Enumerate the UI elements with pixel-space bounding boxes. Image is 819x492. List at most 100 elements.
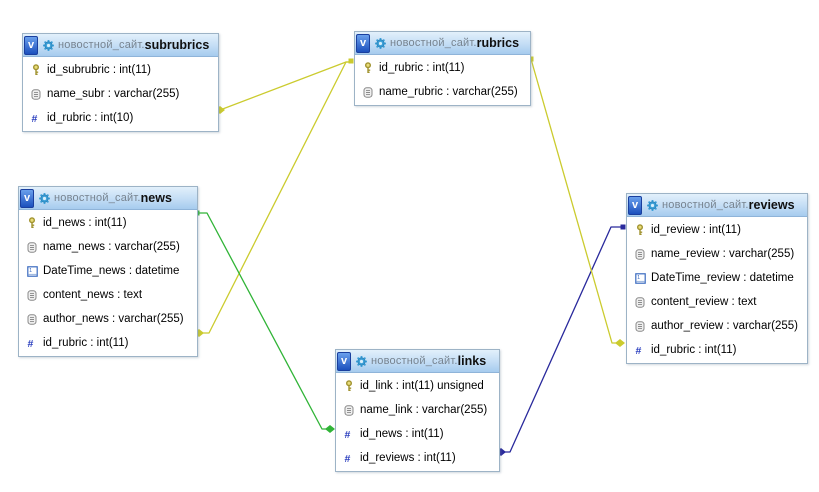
field-row-name_subr[interactable]: name_subr : varchar(255) [23, 82, 218, 106]
numeric-icon: # [342, 429, 356, 440]
table-fields: id_subrubric : int(11) name_subr : varcha… [23, 57, 218, 131]
table-options-gear-icon[interactable] [646, 199, 659, 212]
text-icon [25, 241, 39, 253]
table-links[interactable]: v новостной_сайт.links id_link : int(11) u… [335, 349, 500, 472]
field-row-name_review[interactable]: name_review : varchar(255) [627, 242, 807, 266]
primary-key-icon [25, 217, 39, 229]
table-name-label: links [457, 354, 487, 368]
field-label: id_review : int(11) [651, 224, 741, 236]
numeric-icon: # [633, 345, 647, 356]
field-row-id_link[interactable]: id_link : int(11) unsigned [336, 374, 499, 398]
field-label: id_rubric : int(11) [651, 344, 737, 356]
text-icon [633, 296, 647, 308]
calendar-icon: 1 [25, 265, 39, 277]
field-row-content_news[interactable]: content_news : text [19, 283, 197, 307]
text-icon [633, 320, 647, 332]
field-label: name_review : varchar(255) [651, 248, 795, 260]
field-label: name_rubric : varchar(255) [379, 86, 518, 98]
database-name-label: новостной_сайт. [58, 39, 145, 51]
database-name-label: новостной_сайт. [390, 37, 477, 49]
field-label: author_review : varchar(255) [651, 320, 799, 332]
square-connector-marker [348, 58, 354, 64]
field-row-id_news[interactable]: # id_news : int(11) [336, 422, 499, 446]
field-label: id_rubric : int(11) [379, 62, 465, 74]
field-row-name_rubric[interactable]: name_rubric : varchar(255) [355, 80, 530, 104]
database-name-label: новостной_сайт. [662, 199, 749, 211]
table-news[interactable]: v новостной_сайт.news id_news : int(11) nam… [18, 186, 198, 357]
relation-links_id_news-to-news_id_news [194, 210, 335, 433]
relation-links_id_reviews-to-reviews_id_review [496, 224, 626, 456]
field-row-author_review[interactable]: author_review : varchar(255) [627, 314, 807, 338]
field-label: DateTime_review : datetime [651, 272, 794, 284]
table-toggle-icon[interactable]: v [20, 188, 34, 208]
database-name-label: новостной_сайт. [371, 355, 458, 367]
table-rubrics[interactable]: v новостной_сайт.rubrics id_rubric : int(1… [354, 31, 531, 106]
field-row-id_rubric[interactable]: id_rubric : int(11) [355, 56, 530, 80]
table-options-gear-icon[interactable] [355, 355, 368, 368]
table-options-gear-icon[interactable] [38, 192, 51, 205]
field-label: id_news : int(11) [360, 428, 444, 440]
relation-subrubrics_id_rubric-to-rubrics_id_rubric [215, 58, 354, 114]
field-row-id_subrubric[interactable]: id_subrubric : int(11) [23, 58, 218, 82]
field-label: name_news : varchar(255) [43, 241, 180, 253]
primary-key-icon [342, 380, 356, 392]
field-label: id_rubric : int(10) [47, 112, 134, 124]
table-name-label: subrubrics [144, 38, 210, 52]
field-row-id_rubric[interactable]: # id_rubric : int(10) [23, 106, 218, 130]
svg-text:1: 1 [29, 267, 32, 273]
field-label: id_news : int(11) [43, 217, 127, 229]
field-row-DateTime_review[interactable]: 1 DateTime_review : datetime [627, 266, 807, 290]
svg-text:#: # [345, 453, 351, 464]
field-label: author_news : varchar(255) [43, 313, 184, 325]
text-icon [25, 313, 39, 325]
primary-key-icon [361, 62, 375, 74]
numeric-icon: # [342, 453, 356, 464]
field-label: DateTime_news : datetime [43, 265, 180, 277]
field-row-author_news[interactable]: author_news : varchar(255) [19, 307, 197, 331]
text-icon [361, 86, 375, 98]
square-connector-marker [620, 224, 626, 230]
numeric-icon: # [25, 338, 39, 349]
table-subrubrics[interactable]: v новостной_сайт.subrubrics id_subrubric :… [22, 33, 219, 132]
field-row-id_review[interactable]: id_review : int(11) [627, 218, 807, 242]
table-toggle-icon[interactable]: v [628, 195, 642, 215]
table-toggle-icon[interactable]: v [356, 33, 370, 53]
field-label: name_link : varchar(255) [360, 404, 488, 416]
field-row-id_news[interactable]: id_news : int(11) [19, 211, 197, 235]
text-icon [633, 248, 647, 260]
field-row-content_review[interactable]: content_review : text [627, 290, 807, 314]
square-connector-marker [348, 58, 354, 64]
field-label: content_review : text [651, 296, 757, 308]
table-header[interactable]: v новостной_сайт.rubrics [355, 32, 530, 55]
table-header[interactable]: v новостной_сайт.links [336, 350, 499, 373]
field-row-id_rubric[interactable]: # id_rubric : int(11) [19, 331, 197, 355]
field-label: id_subrubric : int(11) [47, 64, 151, 76]
svg-text:#: # [32, 113, 38, 124]
table-options-gear-icon[interactable] [374, 37, 387, 50]
table-toggle-icon[interactable]: v [24, 35, 38, 55]
table-toggle-icon[interactable]: v [337, 351, 351, 371]
table-name-label: rubrics [476, 36, 520, 50]
field-row-name_news[interactable]: name_news : varchar(255) [19, 235, 197, 259]
calendar-icon: 1 [633, 272, 647, 284]
field-label: id_rubric : int(11) [43, 337, 129, 349]
database-name-label: новостной_сайт. [54, 192, 141, 204]
svg-text:1: 1 [637, 274, 640, 280]
field-label: id_link : int(11) unsigned [360, 380, 484, 392]
field-label: name_subr : varchar(255) [47, 88, 180, 100]
table-name-label: news [140, 191, 172, 205]
table-options-gear-icon[interactable] [42, 39, 55, 52]
field-row-name_link[interactable]: name_link : varchar(255) [336, 398, 499, 422]
field-row-DateTime_news[interactable]: 1 DateTime_news : datetime [19, 259, 197, 283]
table-header[interactable]: v новостной_сайт.news [19, 187, 197, 210]
diamond-connector-marker [615, 339, 625, 347]
text-icon [342, 404, 356, 416]
table-header[interactable]: v новостной_сайт.subrubrics [23, 34, 218, 57]
table-fields: id_link : int(11) unsigned name_link : va… [336, 373, 499, 471]
field-row-id_reviews[interactable]: #id_reviews : int(11) [336, 446, 499, 470]
field-row-id_rubric[interactable]: # id_rubric : int(11) [627, 338, 807, 362]
svg-text:#: # [28, 338, 34, 349]
